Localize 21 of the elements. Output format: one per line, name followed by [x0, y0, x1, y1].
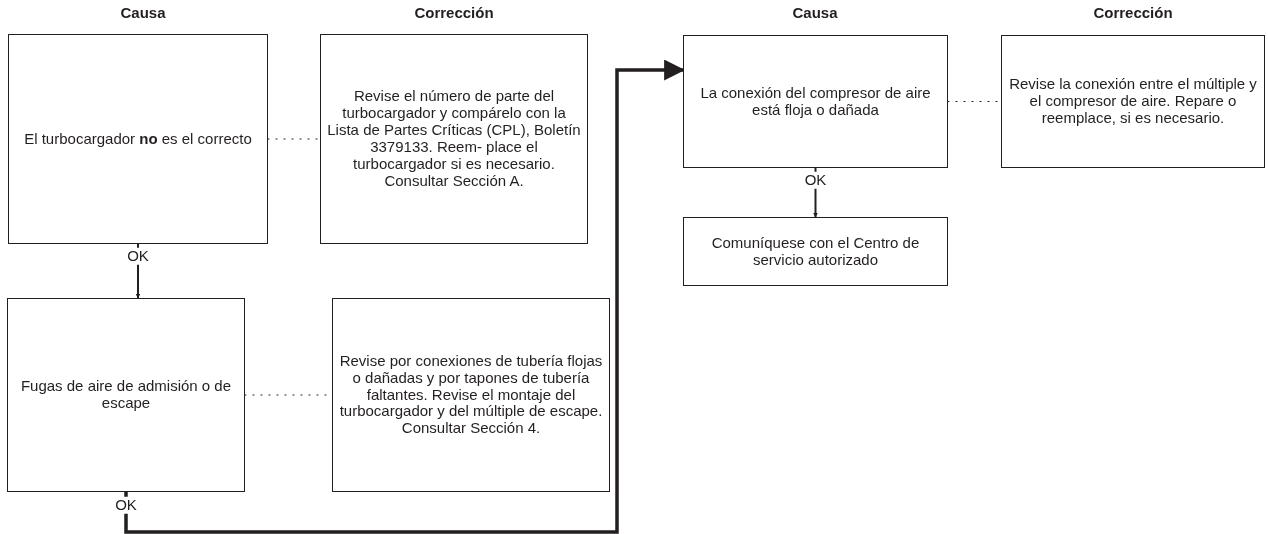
column-heading: Causa [792, 4, 838, 21]
process-box [8, 34, 268, 244]
column-heading: Corrección [414, 4, 494, 21]
process-box [320, 34, 588, 244]
box-text: El turbocargador no es el correcto [24, 130, 252, 148]
column-heading: Corrección [1093, 4, 1173, 21]
box-text: Revise la conexión entre el múltiple y el compresor de aire. Repare o reemplace, si es necesario. [1008, 76, 1258, 127]
edge-label: OK [113, 496, 139, 514]
edge-label: OK [125, 247, 151, 265]
box-text: Revise por conexiones de tubería flojas o dañadas y por tapones de tubería faltantes. Revise el montaje del turbocargador y del múltiple de escape. Consultar Sección 4. [339, 352, 603, 438]
edge-label: OK [802, 171, 829, 189]
box-text: Revise el número de parte del turbocargador y compárelo con la Lista de Partes Críticas (CPL), Boletín 3379133. Reem- place el turbocargador si es necesario. Consultar Sección A. [327, 88, 581, 190]
process-box [683, 35, 948, 168]
box-text: Fugas de aire de admisión o de escape [19, 378, 233, 412]
process-box [332, 298, 610, 492]
process-box [1001, 35, 1265, 168]
process-box [683, 217, 948, 286]
box-text: Comuníquese con el Centro de servicio autorizado [710, 234, 921, 269]
box-text: La conexión del compresor de aire está floja o dañada [699, 84, 932, 119]
process-box [7, 298, 245, 492]
column-heading: Causa [120, 4, 166, 21]
